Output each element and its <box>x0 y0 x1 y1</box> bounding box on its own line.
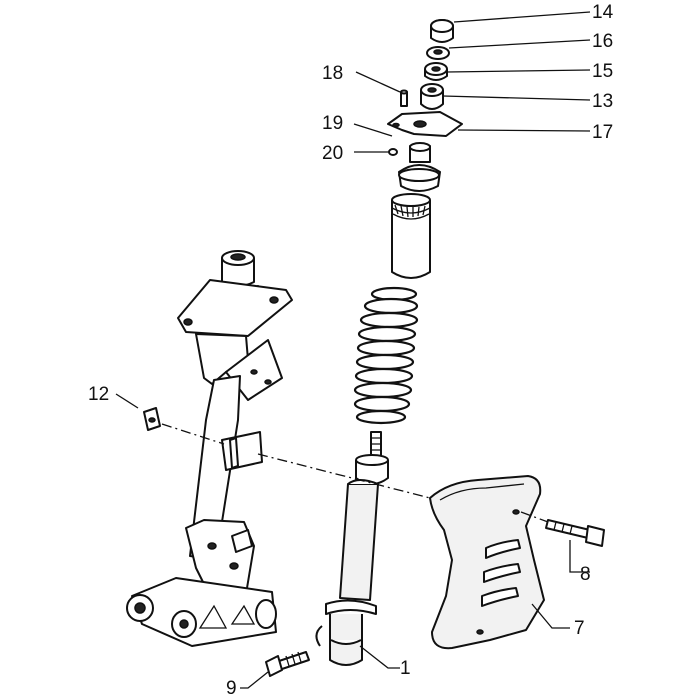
part-13-bushing <box>420 83 444 110</box>
swing-arm-frame <box>126 250 293 647</box>
part-9-bolt <box>265 651 310 677</box>
part-18-pin <box>400 89 408 107</box>
part-14-nut <box>430 19 454 43</box>
part-20-nut <box>388 148 398 156</box>
callout-8: 8 <box>580 564 591 585</box>
part-8-bolt <box>545 519 605 547</box>
callout-18: 18 <box>322 63 343 84</box>
dust-cover-tube <box>391 193 431 279</box>
callout-20: 20 <box>322 143 343 164</box>
callout-labels: 14 16 15 13 17 18 19 20 12 8 7 1 9 <box>88 2 614 699</box>
part-7-side-cover <box>429 475 545 650</box>
part-12-clip <box>143 407 161 431</box>
assembly-axis-lines <box>161 423 549 523</box>
part-17-bracket <box>387 111 463 137</box>
callout-7: 7 <box>574 618 585 639</box>
top-mount-stack <box>420 19 454 110</box>
callout-16: 16 <box>592 31 613 52</box>
leader-lines <box>115 11 591 689</box>
shock-top-cap <box>398 142 441 192</box>
callout-12: 12 <box>88 384 109 405</box>
part-1-shock-absorber <box>315 431 389 666</box>
part-15-washer <box>424 62 448 81</box>
callout-14: 14 <box>592 2 614 23</box>
callout-15: 15 <box>592 61 613 82</box>
callout-19: 19 <box>322 113 343 134</box>
callout-1: 1 <box>400 658 411 679</box>
callout-17: 17 <box>592 122 613 143</box>
callout-9: 9 <box>226 678 237 699</box>
part-16-washer <box>426 46 450 60</box>
callout-13: 13 <box>592 91 613 112</box>
coil-spring <box>353 286 419 425</box>
